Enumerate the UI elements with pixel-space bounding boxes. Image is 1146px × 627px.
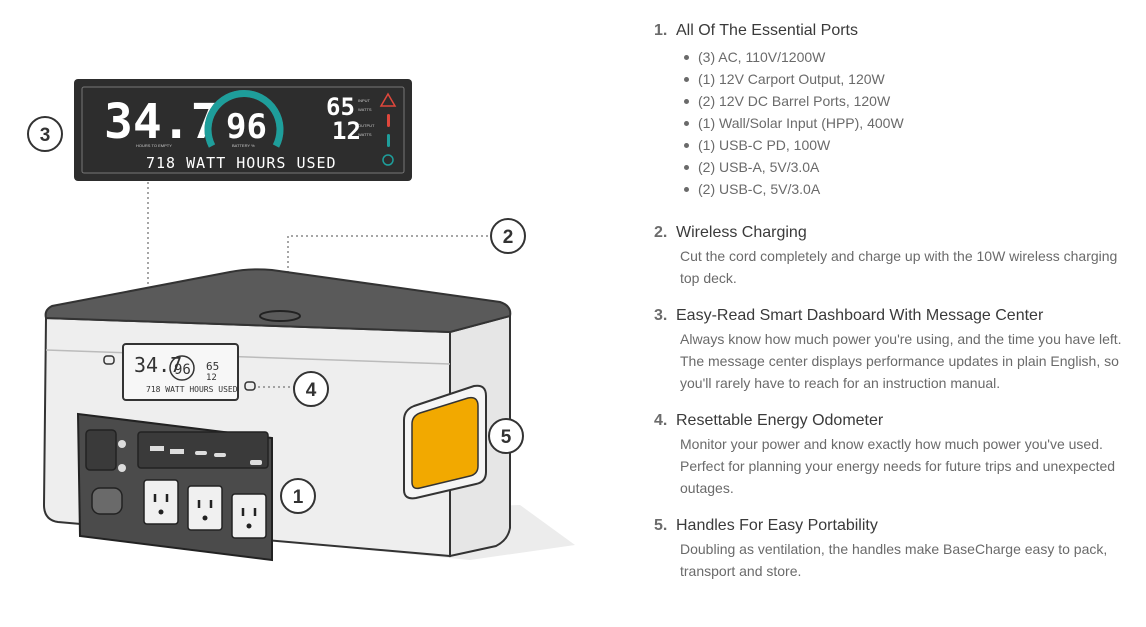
front-lcd-input: 65 <box>206 360 219 373</box>
usb-c-pd-port <box>250 460 262 465</box>
feature-heading: 5. Handles For Easy Portability <box>654 515 1134 537</box>
feature-number: 2. <box>654 224 668 241</box>
front-lcd-output: 12 <box>206 373 217 383</box>
feature-heading: 3. Easy-Read Smart Dashboard With Message… <box>654 305 1134 327</box>
lcd-output-caption-bottom: WATTS <box>358 132 372 137</box>
lcd-output-caption-top: OUTPUT <box>358 123 375 128</box>
lcd-battery-caption: BATTERY % <box>232 143 255 148</box>
svg-text:5: 5 <box>501 427 512 448</box>
front-lcd-battery: 96 <box>174 362 191 378</box>
ac-outlet-1 <box>143 479 179 525</box>
feature-heading: 1. All Of The Essential Ports <box>654 20 1134 42</box>
feature-number: 1. <box>654 22 668 39</box>
callout-3: 3 <box>27 116 63 152</box>
lcd-input-watts: 65 <box>326 93 355 121</box>
carport-outlet <box>85 429 117 471</box>
feature-number: 5. <box>654 517 668 534</box>
usb-c-port-2 <box>214 453 226 457</box>
feature-heading: 4. Resettable Energy Odometer <box>654 410 1134 432</box>
feature-number: 3. <box>654 307 668 324</box>
list-item: (2) USB-A, 5V/3.0A <box>680 156 1134 178</box>
callout-5: 5 <box>488 418 524 454</box>
usb-c-port-1 <box>195 451 207 455</box>
lcd-input-caption-bottom: WATTS <box>358 107 372 112</box>
battery-gauge-fill <box>204 90 284 148</box>
lcd-output-watts: 12 <box>332 117 361 145</box>
list-item: (2) 12V DC Barrel Ports, 120W <box>680 90 1134 112</box>
side-handle <box>403 384 487 500</box>
lcd-hours-caption: HOURS TO EMPTY <box>136 143 172 148</box>
odometer-reset-button[interactable] <box>244 381 256 391</box>
lcd-message: 718 WATT HOURS USED <box>146 154 337 172</box>
wireless-charging-icon <box>259 310 301 322</box>
feature-title: Wireless Charging <box>676 224 807 241</box>
lcd-battery: 96 <box>226 107 267 147</box>
settings-icon <box>382 154 394 166</box>
callout-4: 4 <box>293 371 329 407</box>
callout-2: 2 <box>490 218 526 254</box>
list-item: (2) USB-C, 5V/3.0A <box>680 178 1134 200</box>
temperature-hot-icon <box>387 114 390 127</box>
lcd-input-caption-top: INPUT <box>358 98 371 103</box>
dc-barrel-port-1 <box>118 440 126 448</box>
port-list: (3) AC, 110V/1200W (1) 12V Carport Outpu… <box>680 46 1134 200</box>
feature-description: Cut the cord completely and charge up wi… <box>680 248 1118 286</box>
lcd-hours: 34.7 <box>104 94 220 150</box>
feature-ports: 1. All Of The Essential Ports (3) AC, 110… <box>654 20 1134 200</box>
solar-input-port <box>91 487 123 515</box>
svg-text:1: 1 <box>293 487 304 508</box>
feature-handles: 5. Handles For Easy Portability Doubling … <box>654 515 1134 582</box>
feature-title: All Of The Essential Ports <box>676 22 858 39</box>
svg-text:3: 3 <box>40 125 51 146</box>
feature-list: 1. All Of The Essential Ports (3) AC, 110… <box>654 20 1134 598</box>
feature-title: Resettable Energy Odometer <box>676 412 884 429</box>
feature-dashboard: 3. Easy-Read Smart Dashboard With Message… <box>654 305 1134 394</box>
list-item: (1) Wall/Solar Input (HPP), 400W <box>680 112 1134 134</box>
dashboard-closeup: 34.7 HOURS TO EMPTY 96 BATTERY % 65 INPU… <box>74 79 412 181</box>
front-lcd-message: 718 WATT HOURS USED <box>146 385 238 394</box>
temperature-cold-icon <box>387 134 390 147</box>
feature-heading: 2. Wireless Charging <box>654 222 1134 244</box>
feature-title: Handles For Easy Portability <box>676 517 878 534</box>
power-button[interactable] <box>103 355 115 365</box>
ac-outlet-2 <box>187 485 223 531</box>
callout-1: 1 <box>280 478 316 514</box>
list-item: (1) 12V Carport Output, 120W <box>680 68 1134 90</box>
list-item: (3) AC, 110V/1200W <box>680 46 1134 68</box>
product-illustration: 34.7 HOURS TO EMPTY 96 BATTERY % 65 INPU… <box>27 79 575 562</box>
feature-title: Easy-Read Smart Dashboard With Message C… <box>676 307 1044 324</box>
list-item: (1) USB-C PD, 100W <box>680 134 1134 156</box>
dc-barrel-port-2 <box>118 464 126 472</box>
front-lcd-hours: 34.7 <box>134 353 182 377</box>
front-display: 34.7 96 65 12 718 WATT HOURS USED <box>122 343 239 401</box>
usb-a-port-2 <box>170 449 184 454</box>
feature-description: Monitor your power and know exactly how … <box>680 436 1116 496</box>
ac-outlet-3 <box>231 493 267 539</box>
feature-description: Always know how much power you're using,… <box>680 331 1122 391</box>
feature-description: Doubling as ventilation, the handles mak… <box>680 541 1108 579</box>
svg-text:4: 4 <box>306 380 317 401</box>
feature-wireless-charging: 2. Wireless Charging Cut the cord complet… <box>654 222 1134 289</box>
warning-icon <box>379 92 397 107</box>
feature-number: 4. <box>654 412 668 429</box>
usb-a-port-1 <box>150 446 164 451</box>
feature-odometer: 4. Resettable Energy Odometer Monitor you… <box>654 410 1134 499</box>
port-panel <box>76 412 273 562</box>
usb-strip <box>137 431 269 469</box>
svg-text:2: 2 <box>503 227 514 248</box>
